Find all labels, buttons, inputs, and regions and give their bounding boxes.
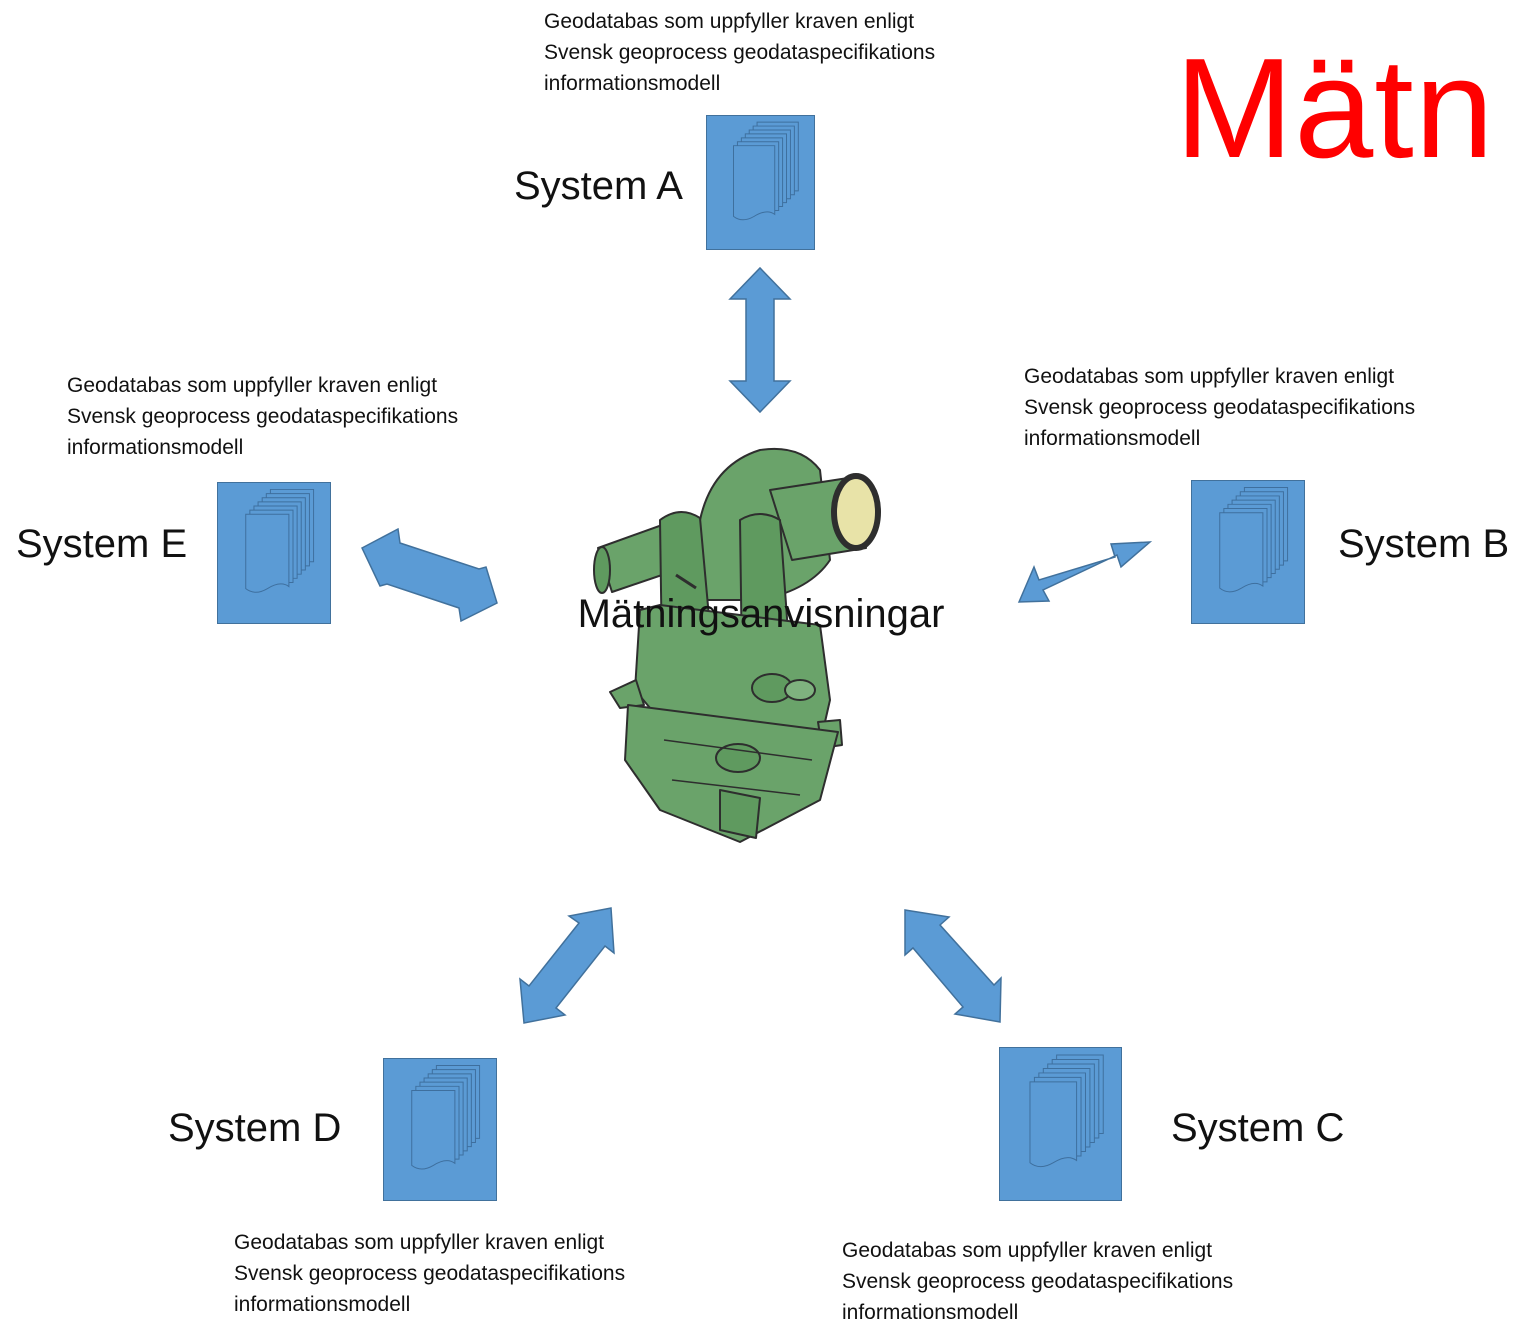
system-description-e: Geodatabas som uppfyller kraven enligt S… [67, 374, 459, 459]
system-label-b: System B [1338, 522, 1510, 566]
document-stack-icon [733, 121, 799, 221]
system-description-d: Geodatabas som uppfyller kraven enligt S… [234, 1231, 626, 1316]
document-sheet [733, 145, 776, 221]
system-label-d: System D [168, 1106, 342, 1150]
database-box-e [217, 482, 331, 624]
database-box-a [706, 115, 815, 250]
system-label-a: System A [514, 164, 683, 208]
arrow-system-b [1017, 541, 1153, 603]
document-sheet [1219, 512, 1264, 593]
document-sheet [1029, 1081, 1078, 1168]
system-label-c: System C [1171, 1106, 1345, 1150]
document-stack-icon [245, 488, 315, 593]
center-label: Mätningsanvisningar [577, 592, 945, 636]
system-label-e: System E [16, 522, 188, 566]
arrow-system-a [728, 266, 792, 414]
document-sheet [411, 1089, 456, 1170]
document-stack-icon [1219, 487, 1289, 593]
document-stack-icon [1029, 1054, 1104, 1168]
system-description-c: Geodatabas som uppfyller kraven enligt S… [842, 1239, 1234, 1324]
database-box-c [999, 1047, 1122, 1201]
page-title: Mätn [1175, 29, 1495, 188]
database-box-d [383, 1058, 497, 1201]
document-sheet [245, 513, 290, 593]
database-box-b [1191, 480, 1305, 624]
arrow-system-d [519, 907, 615, 1024]
system-description-a: Geodatabas som uppfyller kraven enligt S… [544, 10, 936, 95]
arrow-system-c [904, 909, 1002, 1023]
document-stack-icon [411, 1065, 481, 1170]
arrow-system-e [361, 527, 498, 623]
system-description-b: Geodatabas som uppfyller kraven enligt S… [1024, 365, 1416, 450]
